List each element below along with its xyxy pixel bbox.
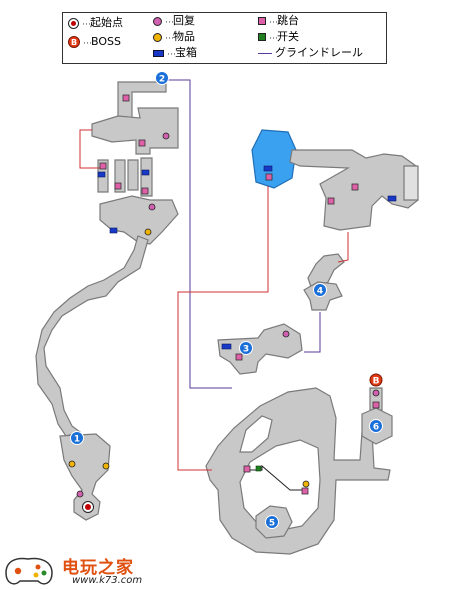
treasure-chest (221, 343, 232, 350)
jump-pad (235, 353, 243, 361)
recovery-icon (153, 16, 162, 26)
area2-room (91, 107, 179, 155)
legend-rail: グラインドレール (258, 46, 363, 59)
map-legend: …起始点 B…BOSS …回复 …物品 …宝箱 …跳台 …开关 グラインドレール (62, 12, 387, 64)
jump-pad (327, 197, 335, 205)
inner-arc-wall (239, 415, 273, 453)
legend-switch: …开关 (258, 30, 299, 44)
switch-icon (258, 33, 266, 41)
area1-room (59, 433, 111, 521)
rail-area4-to-area3 (304, 312, 321, 353)
recovery-item (282, 330, 290, 338)
area-badge-1: 1 (70, 431, 84, 445)
jump-pad-icon (258, 17, 266, 25)
legend-jump: …跳台 (258, 14, 299, 28)
jump-pad (372, 401, 380, 409)
item-icon (153, 32, 162, 42)
recovery-item (372, 389, 380, 397)
legend-chest: …宝箱 (153, 46, 197, 60)
gamepad-logo (5, 557, 53, 585)
recovery-item (162, 132, 170, 140)
link-area2 (79, 129, 100, 169)
svg-text:1: 1 (74, 435, 80, 445)
treasure-chest (109, 227, 118, 234)
jump-pad (138, 139, 146, 147)
start-icon (68, 17, 79, 29)
start-point (82, 501, 94, 513)
legend-start: …起始点 (68, 16, 123, 30)
item-pickup (144, 228, 152, 236)
legend-boss: B…BOSS (68, 35, 121, 49)
jump-pad (141, 187, 149, 195)
rail-area2-to-area3 (166, 79, 232, 389)
treasure-chest (141, 169, 150, 176)
legend-recovery: …回复 (153, 14, 195, 28)
boss-letter: B (373, 377, 380, 387)
svg-text:5: 5 (269, 519, 275, 529)
item-pickup (302, 480, 310, 488)
svg-text:3: 3 (243, 345, 249, 355)
jump-pad (351, 183, 359, 191)
area-badge-6: 6 (369, 419, 383, 433)
boss-icon: B (68, 36, 80, 48)
stairs (403, 165, 419, 201)
left-winding-path (35, 235, 149, 437)
area-badge-3: 3 (239, 341, 253, 355)
treasure-chest (97, 171, 106, 178)
treasure-chest (263, 165, 273, 172)
svg-text:6: 6 (373, 423, 379, 433)
switch (255, 465, 262, 472)
jump-pad (301, 487, 309, 495)
jump-pad (114, 182, 122, 190)
brand-name: 电玩之家 (62, 558, 134, 578)
boss-marker: B (369, 373, 383, 387)
svg-text:4: 4 (317, 287, 323, 297)
area3-room (217, 323, 303, 375)
jump-pad (265, 173, 273, 181)
jump-pad (122, 94, 130, 102)
rail-icon (258, 52, 272, 54)
item-pickup (102, 462, 110, 470)
site-url[interactable]: www.k73.com (72, 575, 143, 586)
chest-icon (153, 49, 164, 57)
jump-pad (99, 162, 107, 170)
area-badge-4: 4 (313, 283, 327, 297)
svg-text:2: 2 (159, 75, 165, 85)
link-water-to-lower (177, 186, 269, 471)
area4-passage (307, 253, 345, 291)
area-badge-2: 2 (155, 71, 169, 85)
recovery-item (148, 203, 156, 211)
treasure-chest (387, 195, 397, 202)
area2-pillars (97, 157, 153, 197)
water-chamber (251, 129, 297, 189)
recovery-item (76, 490, 84, 498)
area-badge-5: 5 (265, 515, 279, 529)
legend-item: …物品 (153, 30, 195, 44)
item-pickup (68, 460, 76, 468)
link-hall-to-area4 (337, 232, 349, 263)
jump-pad (243, 465, 251, 473)
